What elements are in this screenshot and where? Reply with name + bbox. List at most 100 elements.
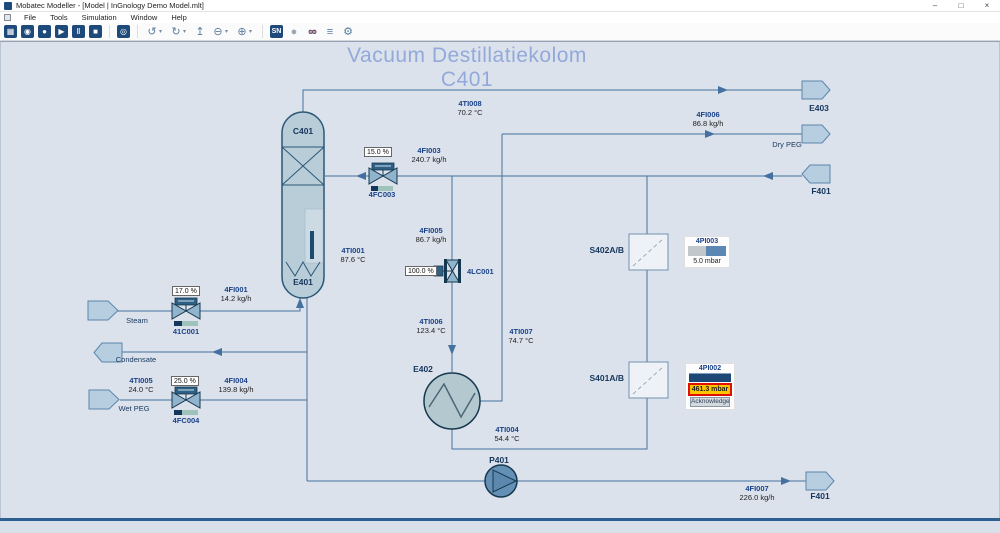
icon-glyph: ⚙ [343, 25, 353, 38]
label-f401-bottom: F401 [810, 491, 830, 501]
indicator-tag: 4FI001 [224, 285, 248, 294]
undo-icon[interactable]: ↺▾ [145, 25, 165, 39]
zoom-in-icon[interactable]: ⊕▾ [235, 25, 255, 39]
icon-glyph: ↻ [171, 25, 181, 38]
label-valve-4fc003: 4FC003 [368, 190, 396, 199]
globe-icon[interactable]: ● [287, 25, 301, 39]
indicator-tag: 4TI006 [419, 317, 443, 326]
outline-icon[interactable]: ≡ [323, 25, 337, 39]
valve-output-4fc004[interactable]: 25.0 % [171, 376, 199, 386]
indicator-value: 74.7 °C [508, 336, 534, 345]
indicator-value: 240.7 kg/h [411, 155, 447, 164]
chevron-down-icon[interactable]: ▾ [159, 29, 163, 35]
valve-4lc001[interactable] [433, 259, 461, 283]
menu-help[interactable]: Help [171, 13, 187, 22]
valve-output-4fc003[interactable]: 15.0 % [364, 147, 392, 157]
zoom-out-icon[interactable]: ⊖▾ [211, 25, 231, 39]
chevron-down-icon[interactable]: ▾ [183, 29, 187, 35]
pump-p401[interactable] [484, 464, 518, 498]
chevron-down-icon[interactable]: ▾ [225, 29, 229, 35]
icon-glyph: ▶ [55, 25, 68, 38]
label-dry-peg: Dry PEG [772, 140, 802, 149]
valve-4fc003[interactable] [368, 162, 398, 191]
indicator-value: 139.8 kg/h [218, 385, 254, 394]
toolbar: ▦ ◉ ● ▶ Ⅱ ■ ◎ ↺▾ ↻▾ ↥ ⊖▾ ⊕▾ SN ● ∞ ≡ ⚙ [0, 23, 1000, 41]
indicator-tag: 4FI003 [417, 146, 441, 155]
indicator-tag: 4TI001 [341, 246, 365, 255]
icon-glyph: ↥ [195, 25, 205, 38]
flowsheet-canvas[interactable] [0, 41, 1000, 518]
label-valve-4lc001: 4LC001 [467, 267, 494, 276]
valve-output-41c001[interactable]: 17.0 % [172, 286, 200, 296]
indicator-panel-4pi003: 4PI003 5.0 mbar [684, 236, 730, 268]
pause-icon[interactable]: Ⅱ [72, 25, 85, 38]
icon-glyph: ● [290, 25, 298, 38]
steam-connector[interactable] [87, 300, 119, 321]
model-image-icon[interactable]: ▦ [4, 25, 17, 38]
label-column-c401: C401 [292, 126, 314, 136]
indicator-tag: 4TI004 [495, 425, 519, 434]
sn-icon[interactable]: SN [270, 25, 283, 38]
import-icon[interactable]: ↥ [193, 25, 207, 39]
canvas-margin [0, 521, 1000, 533]
f401-bottom-connector[interactable] [805, 471, 835, 491]
redo-icon[interactable]: ↻▾ [169, 25, 189, 39]
separator-s401[interactable] [628, 361, 669, 399]
run-icon[interactable]: ▶ [55, 25, 68, 38]
menu-window[interactable]: Window [130, 13, 158, 22]
wet-peg-connector[interactable] [88, 389, 120, 410]
menu-bar: File Tools Simulation Window Help [0, 12, 1000, 23]
menu-simulation[interactable]: Simulation [81, 13, 117, 22]
close-button[interactable]: × [984, 1, 990, 10]
indicator-panel-4pi002: 4PI002 461.3 mbar Acknowledge [685, 363, 735, 410]
indicator-value: 14.2 kg/h [220, 294, 252, 303]
indicator-tag: 4FI005 [419, 226, 443, 235]
stream-connectors [87, 80, 835, 491]
valve-41c001[interactable] [171, 297, 201, 326]
valve-4fc004[interactable] [171, 386, 201, 415]
heat-exchanger-e402[interactable] [423, 372, 481, 430]
stop-icon[interactable]: ■ [89, 25, 102, 38]
icon-glyph: ≡ [326, 25, 334, 38]
toolbar-separator [137, 25, 138, 38]
indicator-value: 86.7 kg/h [415, 235, 447, 244]
minimize-button[interactable]: – [932, 1, 938, 10]
indicator-value: 87.6 °C [340, 255, 366, 264]
chevron-down-icon[interactable]: ▾ [249, 29, 253, 35]
menu-file[interactable]: File [24, 13, 37, 22]
indicator-tag: 4PI002 [698, 365, 722, 372]
camera-icon[interactable]: ◎ [117, 25, 130, 38]
f401-top-connector[interactable] [801, 164, 831, 184]
maximize-button[interactable]: □ [958, 1, 964, 10]
binoculars-icon[interactable]: ∞ [305, 25, 319, 39]
reset-icon[interactable]: ● [38, 25, 51, 38]
dry-peg-connector[interactable] [801, 124, 831, 144]
acknowledge-button[interactable]: Acknowledge [690, 397, 730, 407]
distillation-column[interactable] [281, 111, 325, 299]
bar-fill [706, 246, 726, 256]
title-bar: Mobatec Modeller - [Model | InGnology De… [0, 0, 1000, 12]
e403-connector[interactable] [801, 80, 831, 100]
mdi-child-icon[interactable] [4, 14, 11, 21]
toolbar-separator [109, 25, 110, 38]
indicator-value: 54.4 °C [494, 434, 520, 443]
settings-icon[interactable]: ⚙ [341, 25, 355, 39]
icon-glyph: ∞ [308, 25, 316, 38]
indicator-value: 123.4 °C [416, 326, 446, 335]
flow-arrows [212, 86, 791, 485]
icon-glyph: ⊕ [237, 25, 247, 38]
menu-tools[interactable]: Tools [50, 13, 68, 22]
separator-s402[interactable] [628, 233, 669, 271]
valve-output-4lc001[interactable]: 100.0 % [405, 266, 437, 276]
condensate-connector[interactable] [93, 342, 123, 363]
init-icon[interactable]: ◉ [21, 25, 34, 38]
